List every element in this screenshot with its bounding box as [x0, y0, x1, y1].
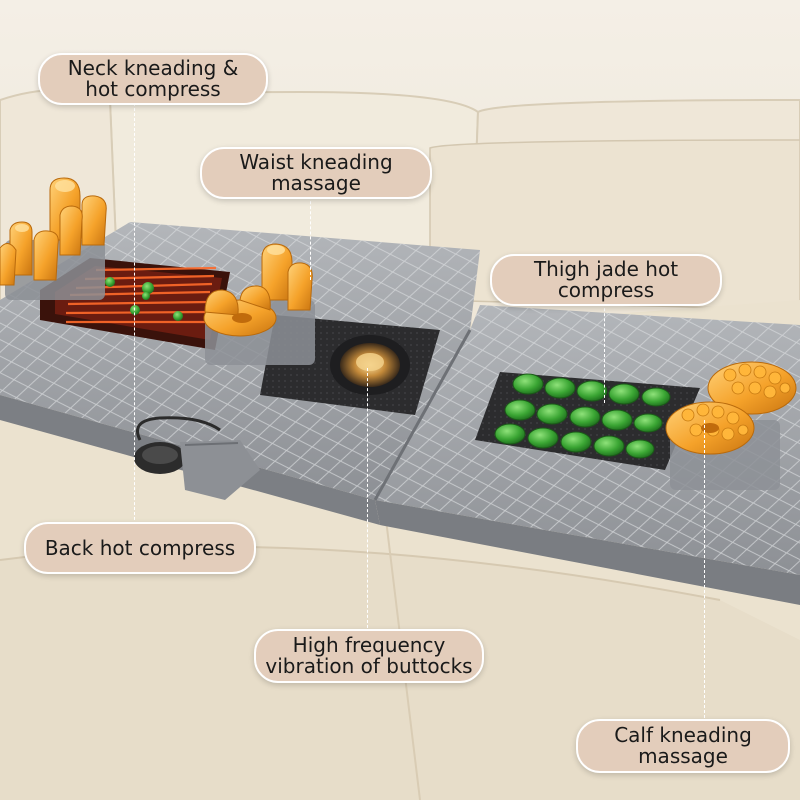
- leader-calf: [704, 420, 705, 718]
- remote-controller-icon: [134, 416, 260, 500]
- callout-neck-kneading: Neck kneading & hot compress: [38, 53, 268, 105]
- leader-waist: [310, 196, 311, 280]
- waist-kneader-icon: [203, 243, 315, 365]
- leader-thigh: [604, 303, 605, 403]
- jade-stone-icon: [494, 373, 671, 459]
- jade-stone-icon: [105, 277, 183, 321]
- callout-thigh-jade: Thigh jade hot compress: [490, 254, 722, 306]
- callout-calf-kneading: Calf kneading massage: [576, 719, 790, 773]
- callout-waist-kneading: Waist kneading massage: [200, 147, 432, 199]
- leader-neck: [134, 103, 135, 535]
- callout-back-hot-compress: Back hot compress: [24, 522, 256, 574]
- callout-buttocks-vibration: High frequency vibration of buttocks: [254, 629, 484, 683]
- calf-kneader-icon: [665, 361, 797, 490]
- thigh-jade-panel: [475, 372, 700, 470]
- neck-kneader-icon: [0, 177, 107, 300]
- leader-buttocks: [367, 368, 368, 628]
